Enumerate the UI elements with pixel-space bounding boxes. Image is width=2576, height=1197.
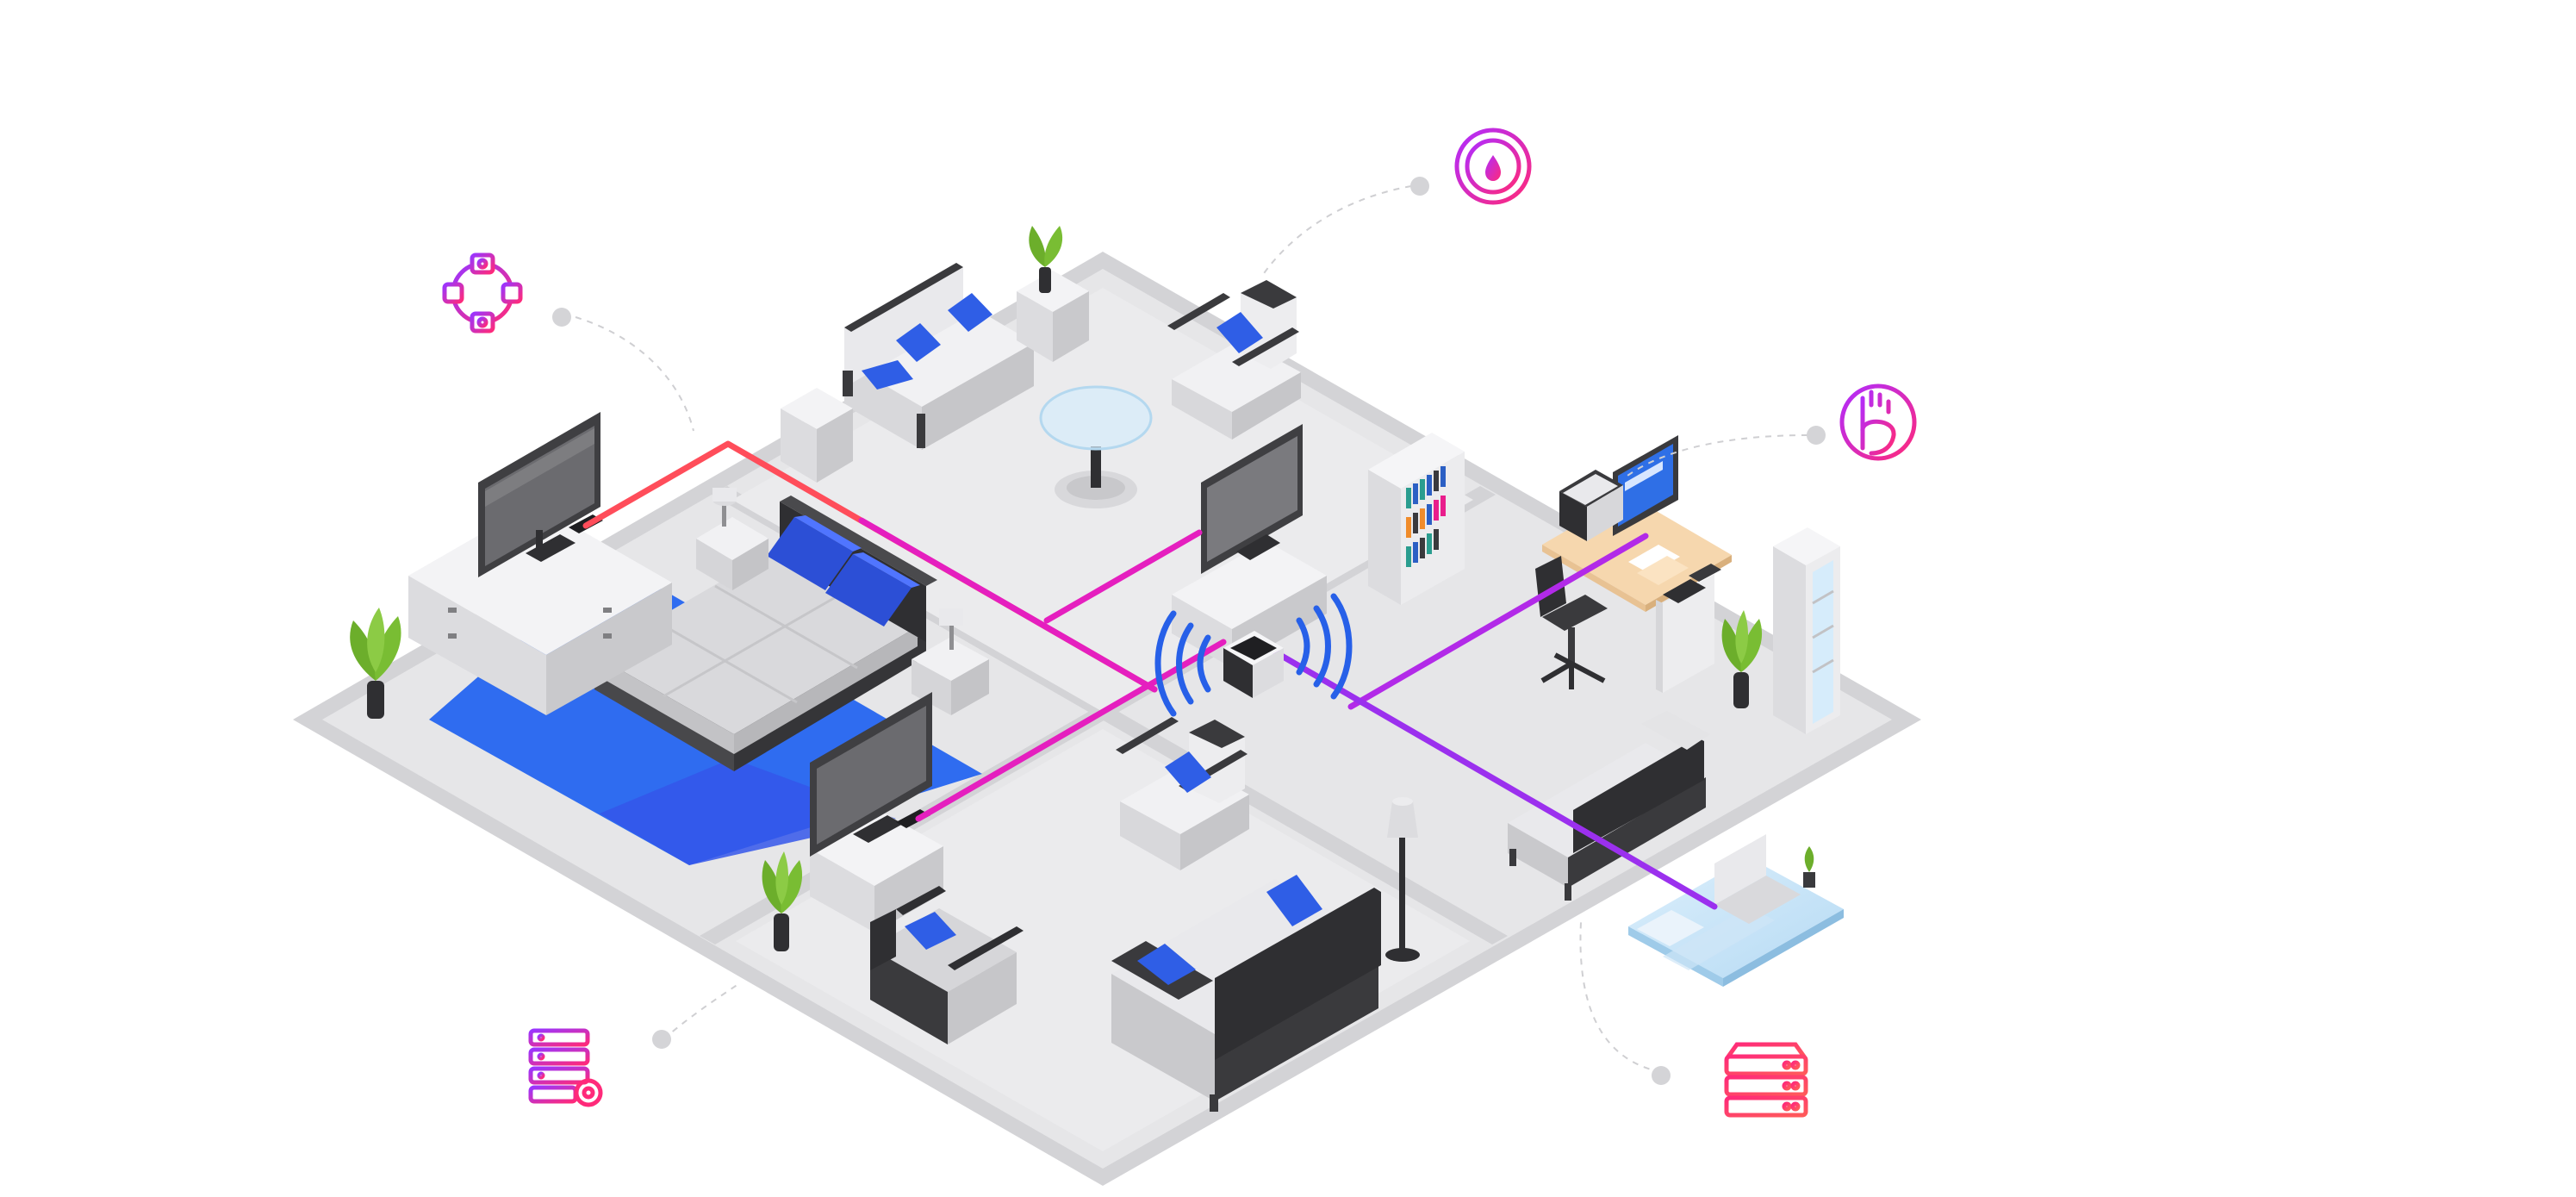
tv-console-bottom bbox=[810, 810, 943, 932]
glass-cabinet bbox=[1773, 527, 1840, 734]
laptop-base bbox=[1714, 876, 1801, 924]
coffee-table-round bbox=[1039, 385, 1153, 508]
armchair-dark bbox=[870, 886, 1024, 1044]
hand-stop-icon bbox=[1839, 383, 1917, 461]
device-network-icon bbox=[442, 252, 523, 334]
cable-laptop bbox=[1254, 639, 1718, 910]
pillow-2 bbox=[825, 554, 912, 627]
sofa-cushion-1 bbox=[1137, 944, 1196, 985]
laptop-screen[interactable] bbox=[1714, 834, 1766, 905]
floor-lamp bbox=[1385, 797, 1420, 962]
side-table-top bbox=[1017, 271, 1089, 362]
bed bbox=[594, 496, 937, 771]
server-rack-icon bbox=[1724, 1042, 1808, 1118]
lounge-top bbox=[781, 226, 1327, 668]
server-settings-icon bbox=[528, 1028, 603, 1107]
pillow-1 bbox=[767, 517, 853, 590]
router bbox=[1223, 631, 1284, 698]
armchair-center-cushion bbox=[1165, 751, 1211, 793]
bookshelf bbox=[1368, 433, 1465, 605]
living-tv bbox=[1201, 424, 1303, 574]
sofa-dark-right bbox=[1508, 711, 1710, 901]
thermostat-icon bbox=[1454, 128, 1532, 205]
armchair-top-cushion bbox=[1216, 312, 1263, 353]
binders bbox=[1406, 466, 1446, 567]
office-chair bbox=[1535, 556, 1608, 689]
callout-dots bbox=[552, 177, 1826, 1085]
nightstand-left bbox=[696, 488, 768, 590]
cable-bottom-tv bbox=[915, 639, 1227, 822]
side-table-left bbox=[781, 388, 853, 483]
plant-living bbox=[762, 851, 803, 951]
cushion-1 bbox=[896, 323, 941, 362]
nightstand-right bbox=[912, 608, 989, 715]
plant-bedroom bbox=[350, 608, 401, 719]
glass-desk bbox=[1628, 834, 1844, 987]
plant-top bbox=[1029, 226, 1063, 293]
plant-office bbox=[1721, 610, 1763, 708]
lounge-bottom bbox=[762, 692, 1420, 1112]
office bbox=[1368, 433, 1844, 987]
dresser bbox=[408, 503, 672, 715]
network-cables bbox=[582, 440, 1718, 910]
bedroom-tv bbox=[478, 412, 603, 577]
sofa-dark-bottom bbox=[1111, 875, 1381, 1112]
desk bbox=[1542, 435, 1732, 693]
cushion-3 bbox=[862, 360, 913, 390]
cable-bedroom-tv-tint bbox=[858, 517, 1158, 693]
cable-office bbox=[1347, 533, 1649, 710]
sofa-top bbox=[843, 263, 1034, 450]
living-tv-bottom bbox=[810, 692, 932, 857]
armchair-center bbox=[1116, 717, 1249, 870]
callout-leaders bbox=[575, 185, 1808, 1073]
sofa-cushion-2 bbox=[1266, 875, 1322, 926]
cable-living-tv bbox=[1043, 529, 1203, 624]
wifi-signal-icon bbox=[1154, 593, 1353, 717]
armchair-top bbox=[1167, 280, 1301, 440]
bedroom bbox=[350, 412, 989, 865]
cushion-2 bbox=[948, 293, 992, 332]
